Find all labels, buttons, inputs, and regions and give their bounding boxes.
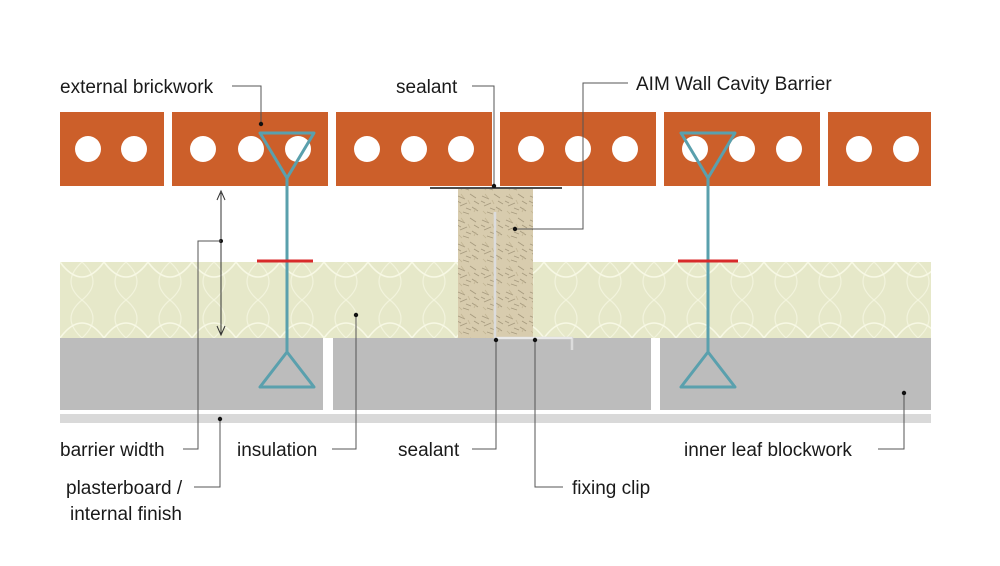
brick-perforation — [238, 136, 264, 162]
brick-perforation — [190, 136, 216, 162]
wall-tie-icon — [257, 131, 316, 389]
brick-perforation — [776, 136, 802, 162]
brick-perforation — [846, 136, 872, 162]
label-sealant-top: sealant — [396, 77, 458, 98]
leader-lines — [183, 82, 907, 488]
label-barrier-width: barrier width — [60, 440, 165, 461]
brick-perforation — [565, 136, 591, 162]
label-plasterboard-line2: internal finish — [70, 504, 182, 525]
brick-perforation — [121, 136, 147, 162]
brick-perforation — [75, 136, 101, 162]
label-cavity-barrier: AIM Wall Cavity Barrier — [636, 74, 832, 95]
brick-perforation — [401, 136, 427, 162]
labels: external brickwork sealant AIM Wall Cavi… — [60, 74, 852, 525]
brick-perforation — [893, 136, 919, 162]
label-insulation: insulation — [237, 440, 317, 461]
wall-tie-icon — [678, 131, 738, 389]
brick-perforation — [518, 136, 544, 162]
inner-leaf-blockwork — [60, 338, 931, 410]
brick-perforation — [448, 136, 474, 162]
brick-perforation — [354, 136, 380, 162]
label-fixing-clip: fixing clip — [572, 478, 650, 499]
brick-perforation — [729, 136, 755, 162]
label-sealant-bottom: sealant — [398, 440, 460, 461]
label-inner-leaf-blockwork: inner leaf blockwork — [684, 440, 852, 461]
label-external-brickwork: external brickwork — [60, 77, 214, 98]
fixing-clip-icon — [493, 212, 574, 350]
brick-perforation — [612, 136, 638, 162]
label-plasterboard-line1: plasterboard / — [66, 478, 183, 499]
insulation-layer — [60, 262, 931, 338]
brick-perforation — [285, 136, 311, 162]
brick-perforation — [682, 136, 708, 162]
external-brickwork — [60, 112, 931, 186]
